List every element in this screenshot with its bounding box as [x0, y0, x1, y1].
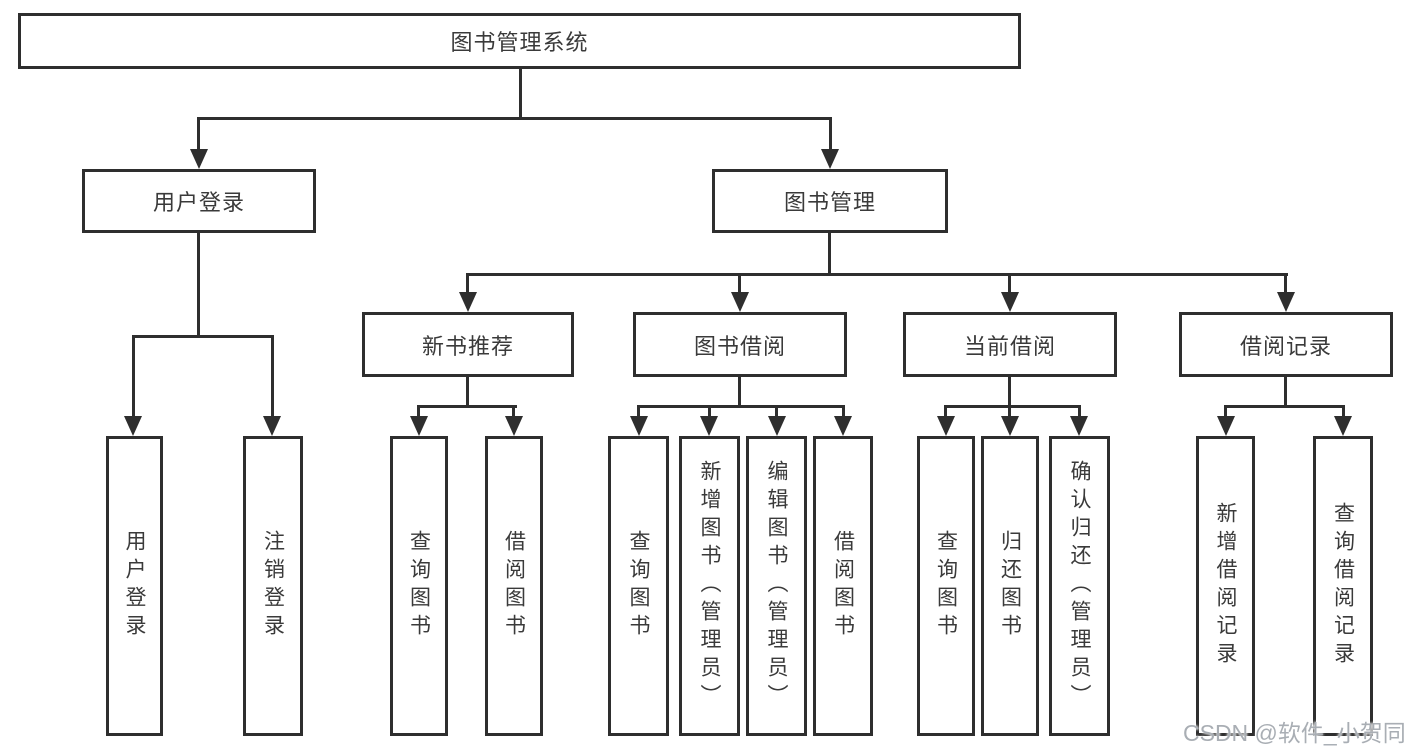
leaf-cb-confirm-return-admin-label: 确认归还（管理员） — [1068, 460, 1091, 712]
arrowhead-user-login-icon — [190, 149, 208, 169]
node-user-login-label: 用户登录 — [152, 190, 245, 215]
leaf-bb-edit-books-admin: 编辑图书（管理员） — [746, 436, 807, 736]
node-new-book-recommend-label: 新书推荐 — [421, 333, 514, 359]
leaf-br-query-record: 查询借阅记录 — [1313, 436, 1373, 736]
leaf-nbr-borrow-books-label: 借阅图书 — [502, 530, 526, 642]
node-root: 图书管理系统 — [18, 13, 1021, 69]
node-book-management-label: 图书管理 — [783, 190, 876, 215]
connector-nbr-vertical — [466, 377, 469, 407]
connector-bookmgmt-stub-4 — [1284, 273, 1287, 295]
connector-userlogin-horizontal — [132, 335, 274, 338]
connector-cb-stub-1 — [944, 405, 947, 419]
leaf-br-query-record-label: 查询借阅记录 — [1331, 502, 1355, 670]
connector-root-stub-right — [829, 117, 832, 152]
node-book-management: 图书管理 — [712, 169, 948, 233]
connector-bb-stub-1 — [637, 405, 640, 419]
leaf-nbr-query-books-label: 查询图书 — [407, 530, 431, 642]
node-current-borrow-label: 当前借阅 — [963, 333, 1056, 359]
leaf-cb-query-books-label: 查询图书 — [934, 530, 958, 642]
node-user-login: 用户登录 — [82, 169, 316, 233]
leaf-logout: 注销登录 — [243, 436, 303, 736]
arrowhead-book-borrow-icon — [731, 292, 749, 312]
leaf-cb-query-books: 查询图书 — [917, 436, 975, 736]
leaf-logout-label: 注销登录 — [261, 530, 285, 642]
arrowhead-cb-query-icon — [937, 416, 955, 436]
connector-root-stub-left — [197, 117, 200, 152]
connector-userlogin-stub-1 — [132, 335, 135, 420]
connector-cb-stub-3 — [1078, 405, 1081, 419]
arrowhead-bb-edit-icon — [768, 416, 786, 436]
connector-root-horizontal — [197, 117, 832, 120]
connector-userlogin-stub-2 — [271, 335, 274, 420]
leaf-bb-edit-books-admin-label: 编辑图书（管理员） — [765, 460, 788, 712]
node-borrow-records: 借阅记录 — [1179, 312, 1393, 377]
connector-nbr-horizontal — [417, 405, 517, 408]
leaf-cb-return-books-label: 归还图书 — [998, 530, 1022, 642]
connector-nbr-stub-2 — [512, 405, 515, 419]
node-book-borrow-label: 图书借阅 — [693, 333, 786, 359]
connector-bookmgmt-stub-3 — [1008, 273, 1011, 295]
connector-cb-vertical — [1008, 377, 1011, 407]
leaf-nbr-query-books: 查询图书 — [390, 436, 448, 736]
arrowhead-bb-query-icon — [630, 416, 648, 436]
arrowhead-bb-add-icon — [700, 416, 718, 436]
leaf-bb-query-books: 查询图书 — [608, 436, 669, 736]
arrowhead-new-book-recommend-icon — [459, 292, 477, 312]
leaf-user-login: 用户登录 — [106, 436, 163, 736]
connector-br-stub-1 — [1224, 405, 1227, 419]
arrowhead-nbr-query-icon — [410, 416, 428, 436]
leaf-br-add-record: 新增借阅记录 — [1196, 436, 1255, 736]
leaf-br-add-record-label: 新增借阅记录 — [1214, 502, 1237, 670]
connector-bb-stub-2 — [708, 405, 711, 419]
connector-bookmgmt-stub-2 — [738, 273, 741, 295]
leaf-cb-return-books: 归还图书 — [981, 436, 1039, 736]
arrowhead-br-query-icon — [1334, 416, 1352, 436]
connector-bb-vertical — [738, 377, 741, 407]
csdn-watermark: CSDN @软件_小贺同学 — [1183, 720, 1405, 746]
arrowhead-cb-confirm-icon — [1070, 416, 1088, 436]
connector-br-horizontal — [1224, 405, 1345, 408]
connector-bookmgmt-stub-1 — [466, 273, 469, 295]
arrowhead-cb-return-icon — [1001, 416, 1019, 436]
connector-br-vertical — [1284, 377, 1287, 407]
arrowhead-leaf-logout-icon — [263, 416, 281, 436]
connector-root-vertical — [519, 69, 522, 119]
connector-br-stub-2 — [1342, 405, 1345, 419]
arrowhead-bb-borrow-icon — [834, 416, 852, 436]
arrowhead-borrow-records-icon — [1277, 292, 1295, 312]
arrowhead-leaf-user-login-icon — [124, 416, 142, 436]
connector-cb-stub-2 — [1008, 405, 1011, 419]
leaf-user-login-label: 用户登录 — [123, 530, 146, 642]
connector-userlogin-vertical — [197, 233, 200, 337]
connector-bb-stub-4 — [842, 405, 845, 419]
connector-nbr-stub-1 — [417, 405, 420, 419]
leaf-bb-borrow-books-label: 借阅图书 — [831, 530, 855, 642]
connector-bb-horizontal — [637, 405, 845, 408]
arrowhead-current-borrow-icon — [1001, 292, 1019, 312]
connector-cb-horizontal — [944, 405, 1081, 408]
node-borrow-records-label: 借阅记录 — [1239, 333, 1332, 359]
node-root-label: 图书管理系统 — [450, 30, 589, 55]
leaf-bb-add-books-admin-label: 新增图书（管理员） — [698, 460, 721, 712]
leaf-bb-add-books-admin: 新增图书（管理员） — [679, 436, 740, 736]
node-current-borrow: 当前借阅 — [903, 312, 1117, 377]
leaf-cb-confirm-return-admin: 确认归还（管理员） — [1049, 436, 1110, 736]
connector-bookmgmt-vertical — [828, 233, 831, 275]
leaf-bb-query-books-label: 查询图书 — [627, 530, 650, 642]
leaf-bb-borrow-books: 借阅图书 — [813, 436, 873, 736]
connector-bookmgmt-horizontal — [466, 273, 1288, 276]
arrowhead-br-add-icon — [1217, 416, 1235, 436]
leaf-nbr-borrow-books: 借阅图书 — [485, 436, 543, 736]
node-new-book-recommend: 新书推荐 — [362, 312, 574, 377]
connector-bb-stub-3 — [775, 405, 778, 419]
arrowhead-nbr-borrow-icon — [505, 416, 523, 436]
arrowhead-book-management-icon — [821, 149, 839, 169]
node-book-borrow: 图书借阅 — [633, 312, 847, 377]
